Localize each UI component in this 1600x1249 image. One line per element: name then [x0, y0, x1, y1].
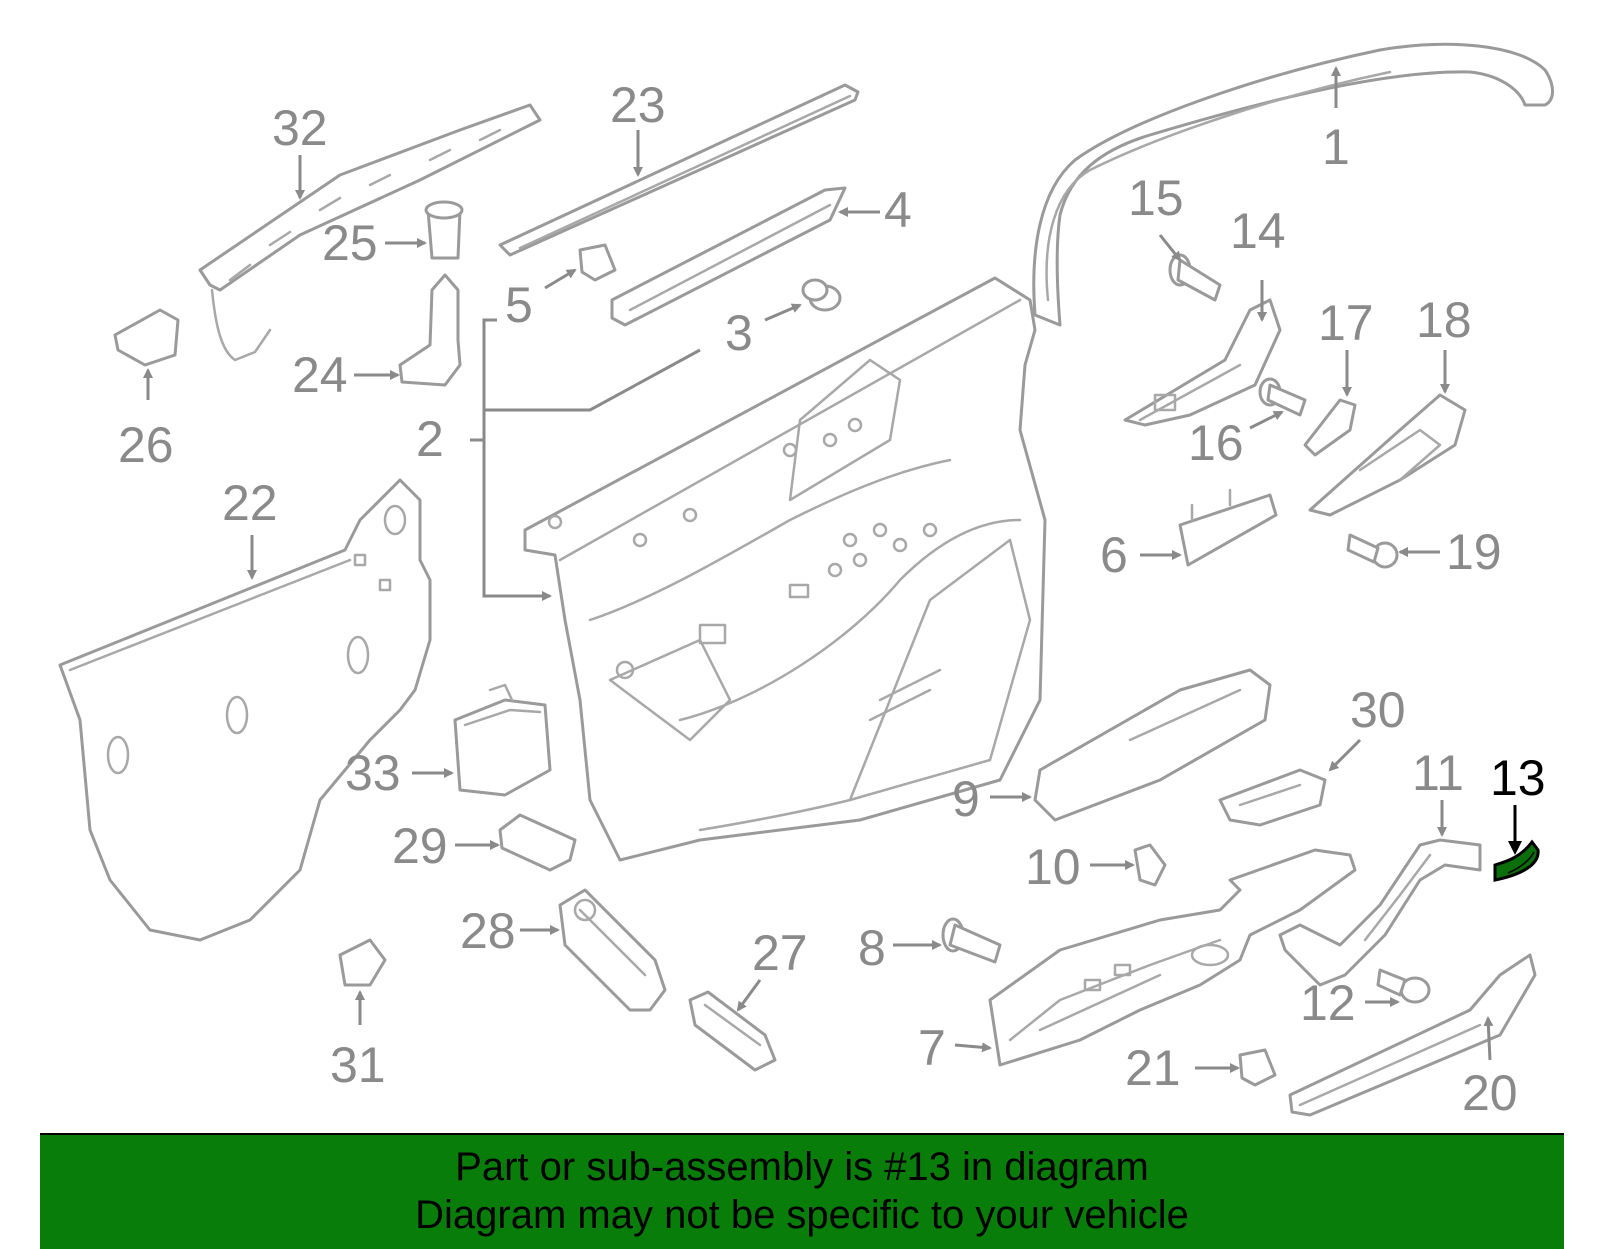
callout-7: 7 [918, 1020, 946, 1076]
part-25-sleeve [424, 200, 464, 260]
part-32-upper-trim [198, 103, 542, 362]
part-24-bracket [398, 273, 462, 387]
part-2-door-trim-panel [523, 276, 1047, 862]
callout-28: 28 [460, 903, 516, 959]
part-23-belt-weatherstrip [498, 83, 860, 257]
part-3-clip [801, 278, 842, 312]
leader-5 [544, 268, 577, 290]
callout-15: 15 [1128, 170, 1184, 226]
leader-2b [482, 440, 552, 601]
leader-lines [143, 66, 1522, 1073]
callout-labels: 1 2 3 4 5 6 7 8 9 10 11 12 13 14 15 16 1… [118, 77, 1546, 1121]
callout-2: 2 [416, 411, 444, 467]
callout-25: 25 [322, 215, 378, 271]
callout-18: 18 [1416, 292, 1472, 348]
callout-26: 26 [118, 417, 174, 473]
leader-30 [1328, 738, 1362, 772]
leader-27 [736, 979, 762, 1012]
part-12-bolt [1376, 968, 1431, 1004]
callout-11: 11 [1412, 745, 1464, 801]
leader-2 [470, 318, 497, 442]
banner-disclaimer: Diagram may not be specific to your vehi… [415, 1193, 1189, 1237]
part-28-switch-panel [558, 888, 667, 1012]
part-20-lower-trim [1288, 953, 1537, 1117]
part-26-connector [113, 308, 180, 367]
callout-14: 14 [1230, 203, 1286, 259]
callout-5: 5 [505, 277, 533, 333]
part-7-armrest-bezel [988, 848, 1357, 1067]
part-31-clip [338, 938, 387, 987]
part-4-belt-molding [610, 186, 847, 327]
leader-7 [954, 1042, 992, 1053]
callout-10: 10 [1025, 839, 1081, 895]
leader-2c [484, 348, 701, 412]
callout-3: 3 [725, 305, 753, 361]
banner-part-note: Part or sub-assembly is #13 in diagram [455, 1145, 1149, 1189]
part-10-clip [1133, 843, 1167, 887]
leader-15 [1158, 234, 1182, 262]
part-29-bracket [498, 813, 577, 872]
part-16-bolt [1258, 377, 1307, 417]
leader-16 [1249, 410, 1284, 430]
part-19-bolt [1346, 533, 1399, 569]
callout-27: 27 [752, 925, 808, 981]
callout-4: 4 [884, 182, 912, 238]
callout-17: 17 [1318, 295, 1374, 351]
part-6-trim-piece [1178, 488, 1278, 567]
callout-20: 20 [1462, 1065, 1518, 1121]
callout-12: 12 [1300, 975, 1356, 1031]
part-14-handle-housing [1123, 298, 1282, 427]
part-1-window-frame-molding [1032, 42, 1554, 327]
callout-31: 31 [330, 1037, 386, 1093]
callout-16: 16 [1188, 415, 1244, 471]
callout-1: 1 [1322, 119, 1350, 175]
part-13-end-cap [1493, 839, 1540, 882]
callout-9: 9 [952, 771, 980, 827]
callout-24: 24 [292, 347, 348, 403]
callout-29: 29 [392, 818, 448, 874]
part-27-switch-bezel [688, 990, 777, 1072]
info-banner: Part or sub-assembly is #13 in diagram D… [40, 1133, 1564, 1249]
part-18-handle-bezel [1308, 393, 1467, 517]
part-5-clip [578, 243, 617, 282]
callout-32: 32 [272, 100, 328, 156]
callout-30: 30 [1350, 682, 1406, 738]
callout-6: 6 [1100, 527, 1128, 583]
part-22-water-deflector [58, 478, 432, 942]
callout-8: 8 [858, 920, 886, 976]
part-17-cover [1303, 398, 1357, 457]
callout-33: 33 [345, 745, 401, 801]
callout-23: 23 [610, 77, 666, 133]
part-11-pull-handle [1278, 838, 1482, 987]
part-9-armrest-pad [1033, 668, 1272, 822]
part-21-clip [1238, 1048, 1277, 1087]
part-33-control-module [453, 683, 552, 797]
callout-22: 22 [222, 475, 278, 531]
callout-21: 21 [1125, 1040, 1181, 1096]
part-30-bezel [1218, 768, 1327, 827]
leader-3 [764, 303, 802, 322]
part-8-bolt [941, 917, 1002, 964]
leader-20 [1483, 1016, 1494, 1061]
callout-13-highlighted: 13 [1490, 750, 1546, 806]
part-15-bolt [1168, 253, 1222, 302]
parts-diagram: 1 2 3 4 5 6 7 8 9 10 11 12 13 14 15 16 1… [58, 42, 1554, 1121]
callout-19: 19 [1446, 524, 1502, 580]
